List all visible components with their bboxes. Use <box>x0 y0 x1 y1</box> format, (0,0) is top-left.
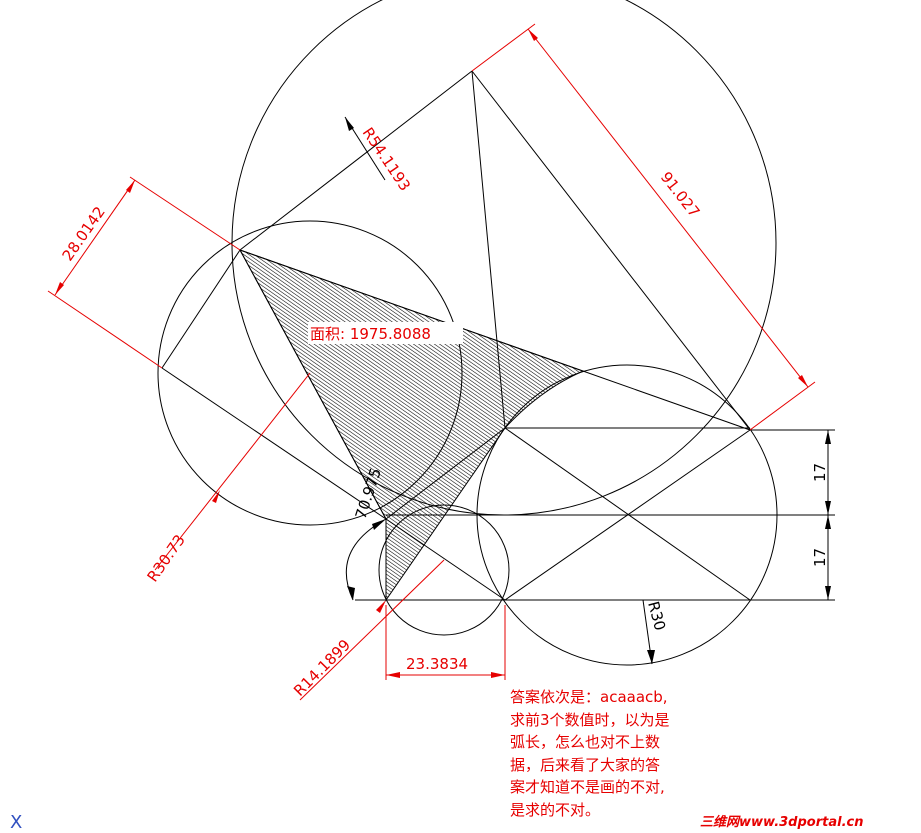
note-line: 弧长，怎么也对不上数 <box>510 733 661 751</box>
dim-radius-left: R30.73 <box>144 531 189 585</box>
area-label-bg <box>308 322 463 344</box>
note-line: 案才知道不是画的不对, <box>510 778 665 796</box>
angle-arrow <box>347 586 355 600</box>
dim-length-bottom: 23.3834 <box>406 655 468 673</box>
note-line: 答案依次是：acaaacb, <box>510 688 668 706</box>
dim-radius-small: R14.1899 <box>290 636 354 700</box>
note-line: 是求的不对。 <box>510 800 601 819</box>
left-circle <box>157 220 463 526</box>
dim-height-upper: 17 <box>811 463 829 482</box>
watermark: 三维网www.3dportal.cn <box>700 815 864 830</box>
hatched-area <box>238 249 585 602</box>
dim-height-lower: 17 <box>811 548 829 567</box>
red-dimension-lines <box>47 23 816 701</box>
dim-radius-large: R54.1193 <box>359 124 414 194</box>
vertical-dimension-arrows <box>825 430 831 600</box>
large-circle <box>231 0 777 516</box>
construction-lines <box>161 70 835 601</box>
ucs-axis-icon: X <box>10 812 23 833</box>
dim-radius-right: R30 <box>644 599 669 632</box>
note-line: 求前3个数值时，以为是 <box>510 710 670 729</box>
area-label: 面积: 1975.8088 <box>310 325 431 343</box>
small-circle <box>378 504 510 636</box>
dim-length-top: 91.027 <box>657 168 704 220</box>
note-line: 据，后来看了大家的答 <box>510 755 661 774</box>
dim-length-left: 28.0142 <box>59 203 109 264</box>
answer-note: 答案依次是：acaaacb, 求前3个数值时，以为是 弧长，怎么也对不上数 据，… <box>510 686 710 821</box>
